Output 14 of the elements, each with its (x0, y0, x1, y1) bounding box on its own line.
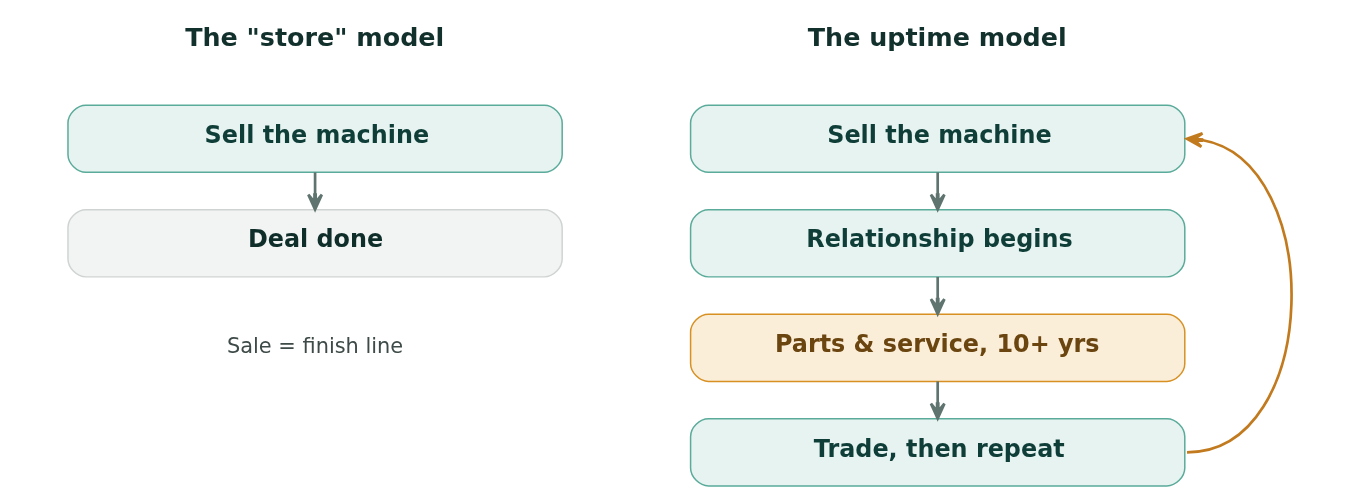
arrow (929, 172, 946, 211)
arrow (307, 172, 324, 211)
label: The "store" model (185, 21, 445, 52)
node-box: Parts & service, 10+ yrs (689, 313, 1186, 383)
node-box: Deal done (67, 208, 563, 278)
label: The uptime model (807, 21, 1067, 52)
node-box: Sell the machine (67, 104, 563, 174)
arrow (929, 381, 946, 420)
node-box: Sell the machine (689, 104, 1186, 174)
arrow (929, 276, 946, 316)
arrow (1185, 132, 1293, 454)
label: Sale = finish line (226, 334, 404, 359)
node-box: Trade, then repeat (689, 417, 1186, 487)
node-box: Relationship begins (689, 208, 1186, 278)
